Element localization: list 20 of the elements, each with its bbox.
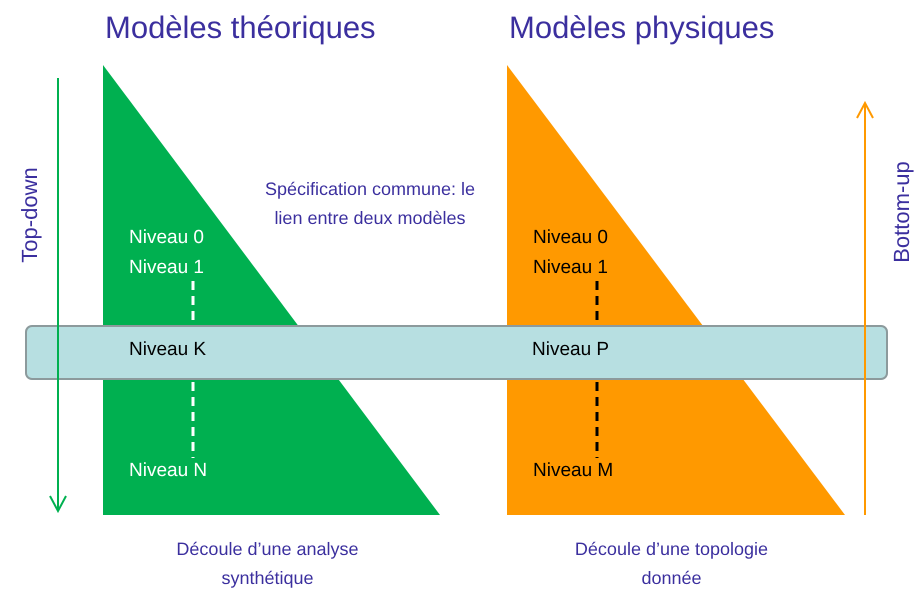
- dashed-connector: [596, 281, 598, 323]
- direction-label: Bottom-up: [891, 161, 913, 263]
- description-text: Découle d’une topologie donnée: [574, 538, 770, 589]
- level-label: Niveau M: [533, 460, 614, 482]
- column-title: Modèles théoriques: [105, 10, 376, 46]
- level-label: Niveau 1: [129, 257, 204, 279]
- level-band: [25, 325, 888, 380]
- description-text: Découle d’une analyse synthétique: [175, 538, 360, 589]
- note-text: Spécification commune: le lien entre deux modèles: [264, 178, 476, 230]
- level-label: Niveau 0: [129, 227, 204, 249]
- level-label: Niveau 1: [533, 257, 608, 279]
- direction-label: Top-down: [19, 167, 41, 263]
- level-label: Niveau K: [129, 339, 206, 361]
- column-title: Modèles physiques: [509, 10, 774, 46]
- dashed-connector: [596, 382, 598, 458]
- dashed-connector: [192, 281, 194, 323]
- level-label: Niveau N: [129, 460, 208, 482]
- dashed-connector: [192, 382, 194, 458]
- level-label: Niveau P: [532, 339, 610, 361]
- level-label: Niveau 0: [533, 227, 608, 249]
